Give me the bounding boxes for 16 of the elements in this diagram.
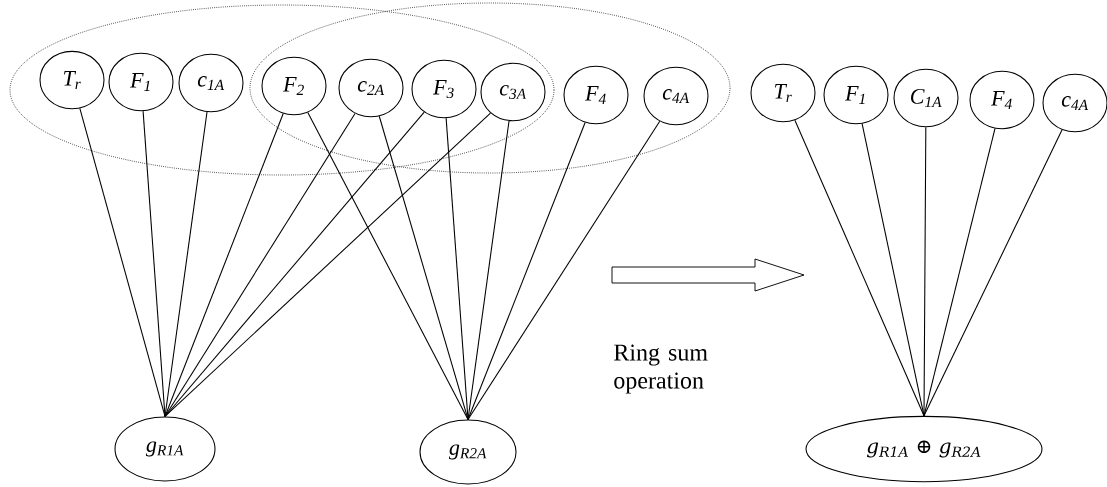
- connector-line: [467, 120, 661, 420]
- connector-line: [164, 111, 208, 417]
- connector-line: [467, 120, 510, 420]
- connector-line: [142, 110, 166, 417]
- operation-label: Ring sum operation: [614, 344, 708, 394]
- connector-line: [79, 107, 166, 417]
- connector-line: [794, 119, 925, 417]
- connector-line: [445, 117, 469, 420]
- connector-line: [307, 111, 469, 420]
- connector-line: [164, 113, 284, 417]
- connector-line: [164, 112, 491, 417]
- connector-line: [378, 115, 469, 420]
- connector-line: [923, 129, 1063, 417]
- connector-line: [923, 126, 927, 417]
- connector-line: [164, 112, 356, 417]
- connector-line: [467, 122, 586, 420]
